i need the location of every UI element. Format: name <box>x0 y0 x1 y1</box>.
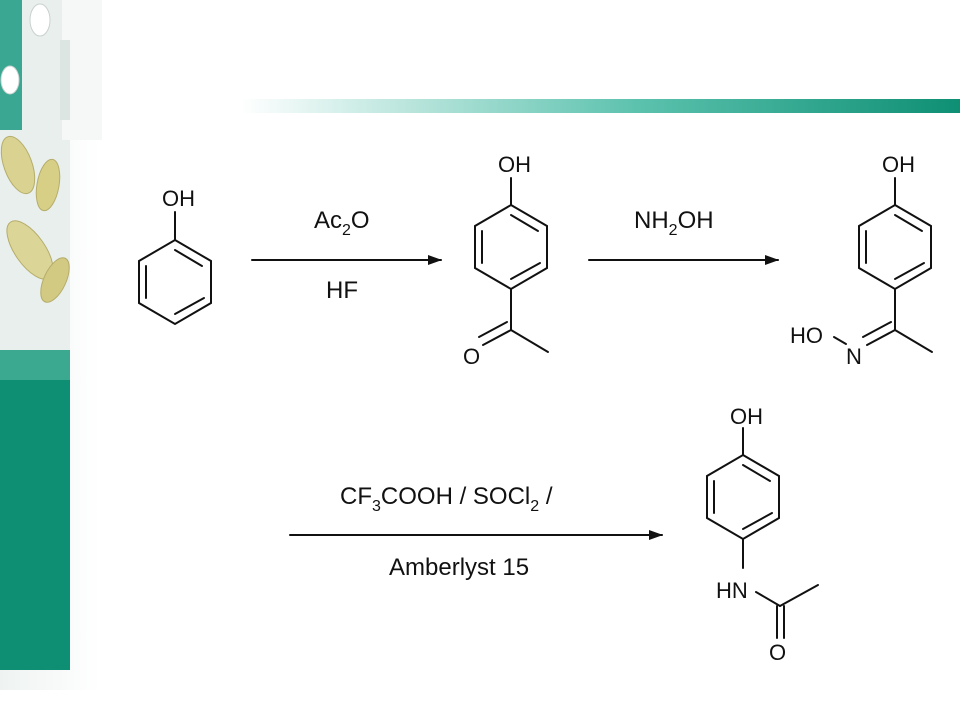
molecule-oxime: OH HO N <box>790 152 933 369</box>
oxime-ho-label: HO <box>790 323 823 348</box>
step2-reagent-above: NH2OH <box>634 207 714 239</box>
pills-image <box>0 3 70 303</box>
molecule-phenol: OH <box>138 186 212 326</box>
reaction-step-2: NH2OH <box>588 207 779 265</box>
oxime-n-label: N <box>846 344 862 369</box>
header-gradient-bar <box>240 99 960 113</box>
step3-reagent-above: CF3COOH / SOCl2 / <box>340 483 553 515</box>
step3-reagent-below: Amberlyst 15 <box>389 554 529 581</box>
paracetamol-oh-label: OH <box>730 404 763 429</box>
paracetamol-o-label: O <box>769 640 786 665</box>
reaction-step-3: CF3COOH / SOCl2 / Amberlyst 15 <box>289 483 663 581</box>
molecule-hydroxyacetophenone: OH O <box>463 152 549 369</box>
reaction-step-1: Ac2O HF <box>251 207 442 304</box>
oxime-oh-label: OH <box>882 152 915 177</box>
teal-panel <box>0 350 70 670</box>
paracetamol-hn-label: HN <box>716 578 748 603</box>
molecule-paracetamol: OH HN O <box>706 404 819 665</box>
phenol-oh-label: OH <box>162 186 195 211</box>
step1-reagent-above: Ac2O <box>314 207 370 239</box>
acetophenone-oh-label: OH <box>498 152 531 177</box>
step1-reagent-below: HF <box>326 277 358 304</box>
left-decoration <box>0 0 102 690</box>
acetophenone-o-label: O <box>463 344 480 369</box>
